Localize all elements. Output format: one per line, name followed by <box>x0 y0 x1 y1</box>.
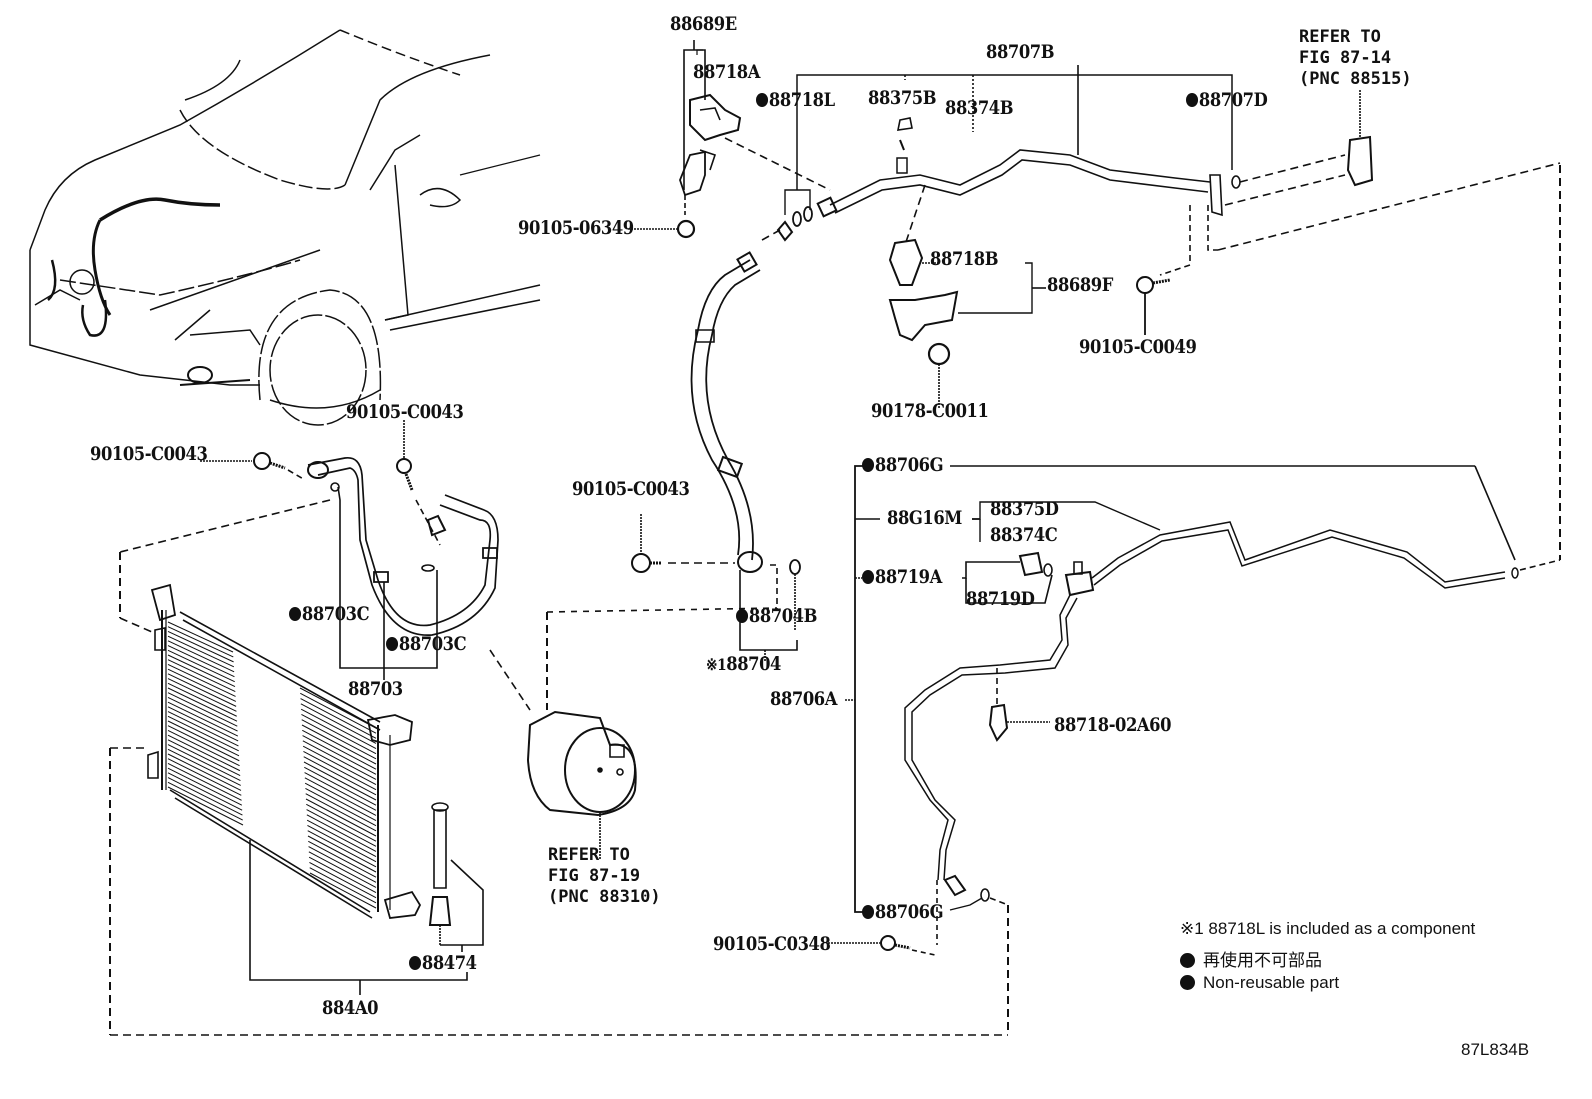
non-reusable-dot-icon <box>862 458 875 472</box>
footnote-mark: ※1 <box>706 655 727 674</box>
figure-id: 87L834B <box>1461 1040 1530 1059</box>
footnote-88718L-included: ※1 88718L is included as a component <box>1180 919 1476 938</box>
compressor-drawing <box>490 650 636 860</box>
hose-88704-drawing <box>547 230 800 710</box>
part-label-88G16M[interactable]: 88G16M <box>887 507 962 529</box>
part-label-88707D[interactable]: 88707D <box>1186 91 1268 110</box>
part-label-88375B[interactable]: 88375B <box>868 87 937 109</box>
part-label-88718L[interactable]: 88718L <box>756 91 835 110</box>
condenser-drawing <box>110 585 1008 1035</box>
reference-fig-87-14[interactable]: REFER TO FIG 87-14 (PNC 88515) <box>1299 27 1412 89</box>
vehicle-illustration <box>30 30 540 425</box>
part-label-88375D[interactable]: 88375D <box>990 498 1059 520</box>
part-label-88689F[interactable]: 88689F <box>1047 274 1113 296</box>
part-label-884A0[interactable]: 884A0 <box>322 997 379 1019</box>
pipe-88706A-drawing <box>828 466 1560 955</box>
part-label-88703C-left[interactable]: 88703C <box>289 605 370 624</box>
non-reusable-dot-icon <box>386 637 399 651</box>
part-label-88474[interactable]: 88474 <box>409 954 477 973</box>
part-label-88704B[interactable]: 88704B <box>736 607 817 626</box>
part-label-90105-06349[interactable]: 90105-06349 <box>518 217 634 239</box>
part-label-88707B[interactable]: 88707B <box>986 41 1055 63</box>
desiccant-drawing <box>430 803 483 952</box>
part-label-88718B[interactable]: 88718B <box>930 248 999 270</box>
non-reusable-dot-icon <box>409 956 422 970</box>
non-reusable-dot-icon <box>1180 953 1195 968</box>
legend-non-reusable-en: Non-reusable part <box>1180 973 1339 993</box>
part-label-90105-C0049[interactable]: 90105-C0049 <box>1079 336 1197 358</box>
hose-88703-drawing <box>120 420 498 680</box>
part-label-90178-C0011[interactable]: 90178-C0011 <box>871 400 989 422</box>
pipe-88707B-drawing <box>778 65 1560 560</box>
part-label-88719D[interactable]: 88719D <box>966 588 1035 610</box>
part-label-88719A[interactable]: 88719A <box>862 568 942 587</box>
part-label-88706G-bottom[interactable]: 88706G <box>862 903 944 922</box>
part-label-90105-C0348[interactable]: 90105-C0348 <box>713 933 831 955</box>
non-reusable-dot-icon <box>862 905 875 919</box>
part-label-88706G-top[interactable]: 88706G <box>862 456 944 475</box>
part-label-90105-C0043-left[interactable]: 90105-C0043 <box>90 443 208 465</box>
non-reusable-dot-icon <box>1180 975 1195 990</box>
reference-fig-87-19[interactable]: REFER TO FIG 87-19 (PNC 88310) <box>548 845 661 907</box>
bracket-88689F-drawing <box>890 185 1046 408</box>
part-label-88374C[interactable]: 88374C <box>990 524 1058 546</box>
part-label-90105-C0043-upper[interactable]: 90105-C0043 <box>346 401 464 423</box>
non-reusable-dot-icon <box>736 609 749 623</box>
part-label-90105-C0043-middle[interactable]: 90105-C0043 <box>572 478 690 500</box>
part-label-88703C-right[interactable]: 88703C <box>386 635 467 654</box>
non-reusable-dot-icon <box>1186 93 1199 107</box>
part-label-88374B[interactable]: 88374B <box>945 97 1014 119</box>
legend-non-reusable-jp: 再使用不可部品 <box>1180 946 1322 971</box>
part-label-88706A[interactable]: 88706A <box>770 688 837 710</box>
part-label-88689E[interactable]: 88689E <box>670 13 737 35</box>
non-reusable-dot-icon <box>862 570 875 584</box>
part-label-88718-02A60[interactable]: 88718-02A60 <box>1054 714 1172 736</box>
non-reusable-dot-icon <box>289 607 302 621</box>
part-label-88718A[interactable]: 88718A <box>693 61 760 83</box>
part-label-88703[interactable]: 88703 <box>348 678 403 700</box>
part-label-88704[interactable]: ※188704 <box>706 653 781 675</box>
bracket-88689E-drawing <box>628 40 830 237</box>
condenser-fins <box>168 622 376 908</box>
non-reusable-dot-icon <box>756 93 769 107</box>
